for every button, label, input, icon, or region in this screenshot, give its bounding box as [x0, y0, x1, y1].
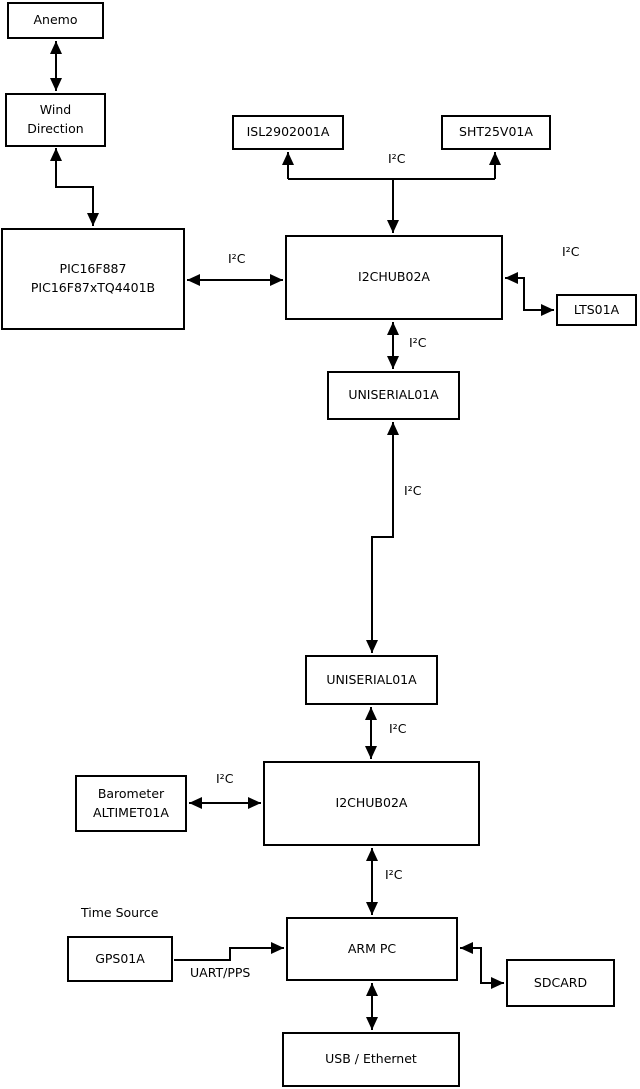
node-arm-pc-label: ARM PC [347, 940, 397, 956]
node-uniserial01a-bottom: UNISERIAL01A [305, 655, 438, 705]
node-barometer-altimet01a: Barometer ALTIMET01A [75, 775, 187, 832]
node-sdcard-label: SDCARD [533, 974, 588, 990]
edge-label-uart-pps: UART/PPS [190, 965, 251, 980]
node-i2chub02a-top: I2CHUB02A [285, 235, 503, 320]
edge-wind-pic [50, 148, 99, 226]
node-pic16f887: PIC16F887 PIC16F87xTQ4401B [1, 228, 185, 330]
node-i2chub02a-top-label: I2CHUB02A [358, 269, 430, 285]
edge-uniserial-top-uniserial-bottom [366, 422, 399, 653]
node-uniserial01a-top-label: UNISERIAL01A [348, 387, 439, 403]
edge-label-i2c-pic-hub: I²C [228, 251, 246, 266]
node-i2chub02a-bottom-label: I2CHUB02A [335, 795, 408, 811]
node-pic16f887-label-line2: PIC16F87xTQ4401B [30, 280, 156, 295]
node-anemo: Anemo [7, 2, 104, 39]
node-uniserial01a-bottom-label: UNISERIAL01A [326, 671, 417, 687]
edge-label-i2c-uniserial-link: I²C [404, 483, 422, 498]
node-wind-direction: Wind Direction [5, 93, 106, 147]
node-usb-ethernet-label: USB / Ethernet [325, 1051, 417, 1067]
node-usb-ethernet: USB / Ethernet [282, 1032, 460, 1087]
node-sht25v01a-label: SHT25V01A [459, 124, 533, 140]
edge-label-i2c-hub2-armpc: I²C [385, 867, 403, 882]
edge-label-i2c-sensor-bus: I²C [388, 151, 406, 166]
edge-gps-armpc [174, 942, 284, 961]
node-arm-pc: ARM PC [286, 917, 458, 981]
edge-label-i2c-uniserial-hub2: I²C [389, 721, 407, 736]
node-barometer-label-line2: ALTIMET01A [93, 804, 169, 820]
node-sdcard: SDCARD [506, 959, 615, 1007]
node-pic16f887-label-line1: PIC16F887 [59, 261, 127, 277]
node-lts01a-label: LTS01A [573, 301, 620, 317]
edge-label-i2c-hub-lts: I²C [562, 244, 580, 259]
node-isl2902001a-label: ISL2902001A [246, 124, 330, 140]
edge-label-time-source: Time Source [81, 905, 159, 920]
node-wind-direction-label-line1: Wind [39, 102, 72, 118]
node-uniserial01a-top: UNISERIAL01A [327, 371, 460, 420]
node-gps01a-label: GPS01A [95, 950, 145, 966]
edge-label-i2c-barometer: I²C [216, 771, 234, 786]
node-lts01a: LTS01A [556, 294, 637, 326]
edge-i2chub-top-lts [505, 272, 554, 316]
node-gps01a: GPS01A [67, 936, 173, 982]
node-sht25v01a: SHT25V01A [441, 115, 551, 150]
edge-label-i2c-hub-uniserial: I²C [409, 335, 427, 350]
node-wind-direction-label-line2: Direction [27, 121, 84, 136]
edge-armpc-sdcard [460, 942, 504, 989]
node-barometer-label-line1: Barometer [97, 785, 165, 801]
node-i2chub02a-bottom: I2CHUB02A [263, 761, 480, 846]
node-isl2902001a: ISL2902001A [232, 115, 344, 150]
node-anemo-label: Anemo [33, 12, 78, 28]
